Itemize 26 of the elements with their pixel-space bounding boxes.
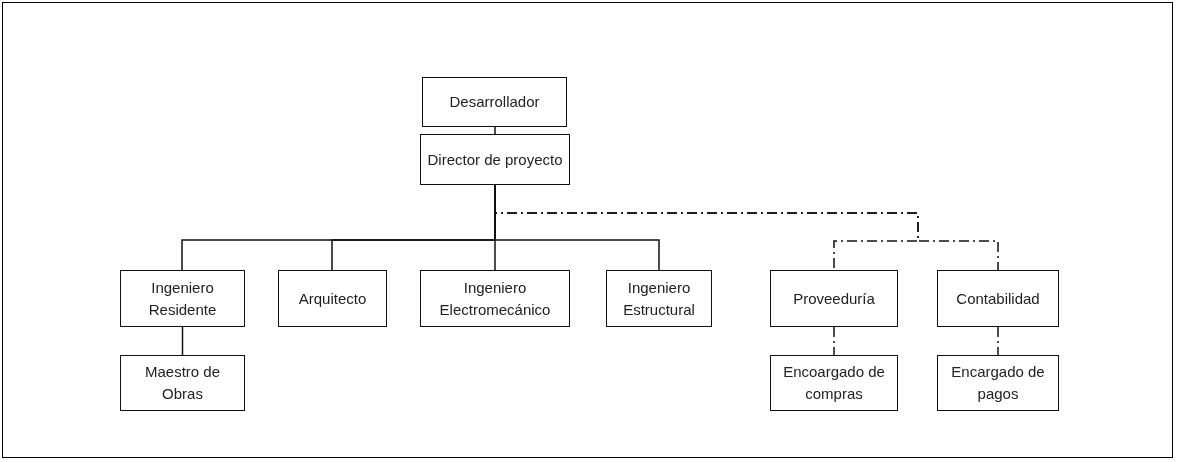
org-box bbox=[422, 77, 567, 127]
role-label: Contabilidad bbox=[956, 288, 1040, 309]
org-box bbox=[420, 270, 570, 327]
org-box bbox=[120, 355, 245, 411]
role-label: Ingeniero Residente bbox=[147, 277, 218, 320]
connector-line bbox=[494, 126, 496, 135]
org-box bbox=[770, 270, 898, 327]
role-label: Proveeduría bbox=[793, 288, 875, 309]
role-label: Maestro de Obras bbox=[143, 362, 221, 404]
role-label: Ingeniero Electromecánico bbox=[438, 277, 552, 320]
org-box bbox=[937, 270, 1059, 327]
role-label: Desarrollador bbox=[449, 92, 540, 113]
org-box bbox=[937, 355, 1059, 411]
role-label: Ingeniero Estructural bbox=[622, 277, 696, 320]
connector-line bbox=[181, 326, 184, 356]
connector-line bbox=[997, 326, 999, 356]
connector-line bbox=[833, 326, 835, 356]
role-label: Director de proyecto bbox=[427, 149, 563, 170]
org-box bbox=[120, 270, 245, 327]
role-label: Encoargado de compras bbox=[782, 362, 886, 404]
role-label: Arquitecto bbox=[298, 288, 367, 309]
org-box bbox=[278, 270, 387, 327]
org-box bbox=[606, 270, 712, 327]
org-box bbox=[420, 134, 570, 185]
role-label: Encargado de pagos bbox=[950, 362, 1046, 404]
org-box bbox=[770, 355, 898, 411]
